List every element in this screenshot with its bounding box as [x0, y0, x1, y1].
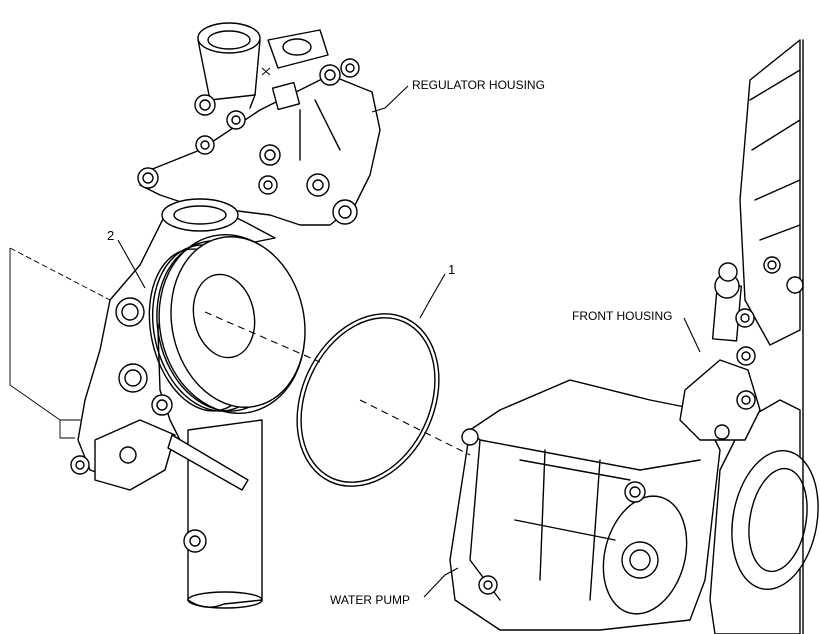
- front-housing-label: FRONT HOUSING: [572, 309, 672, 323]
- leader-lines: [117, 85, 701, 598]
- water-pump-label: WATER PUMP: [330, 593, 410, 607]
- o-ring-seal: [296, 313, 440, 487]
- front-housing: [449, 39, 819, 634]
- water-pump: [70, 198, 306, 609]
- regulator-housing-label: REGULATOR HOUSING: [412, 78, 545, 92]
- assembly-centerline: [204, 311, 471, 456]
- regulator-housing: [137, 22, 381, 226]
- callout-1: 1: [448, 262, 455, 277]
- callout-2: 2: [107, 228, 114, 243]
